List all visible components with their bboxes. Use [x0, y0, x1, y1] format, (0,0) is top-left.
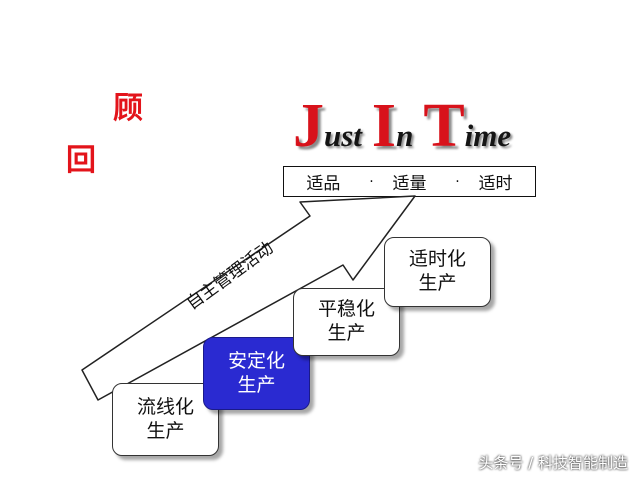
step-1-line1: 流线化 [136, 395, 194, 418]
tagline-item-3: 适时 [478, 174, 513, 194]
step-3-line1: 平稳化 [317, 298, 375, 321]
step-just-in-time-production: 适时化 生产 [384, 237, 491, 307]
jit-letter-i: I [371, 92, 397, 160]
tagline-item-2: 适量 [392, 174, 427, 194]
review-char-2: 回 [66, 143, 96, 178]
jit-title: Just In Time [293, 95, 553, 165]
tagline-box: 适品 · 适量 · 适时 [283, 166, 536, 197]
tagline-separator-1: · [369, 173, 374, 190]
step-2-line2: 生产 [237, 373, 276, 396]
step-flow-production: 流线化 生产 [112, 383, 219, 456]
jit-text-ime: ime [464, 118, 512, 153]
jit-letter-t: T [423, 92, 465, 160]
tagline-item-1: 适品 [306, 174, 341, 194]
tagline-separator-2: · [455, 173, 460, 190]
jit-text-ust: ust [324, 118, 362, 153]
step-2-line1: 安定化 [227, 349, 285, 372]
step-1-line2: 生产 [146, 419, 185, 442]
step-3-line2: 生产 [327, 322, 366, 344]
jit-letter-j: J [293, 92, 324, 160]
review-char-1: 顾 [113, 91, 143, 126]
step-4-line1: 适时化 [408, 248, 466, 271]
step-stable-production: 安定化 生产 [203, 337, 310, 410]
step-4-line2: 生产 [418, 272, 457, 294]
step-leveled-production: 平稳化 生产 [293, 288, 400, 356]
watermark: 头条号 / 科技智能制造 [478, 454, 628, 472]
jit-text-n: n [396, 118, 414, 153]
arrow-shape [81, 195, 416, 401]
